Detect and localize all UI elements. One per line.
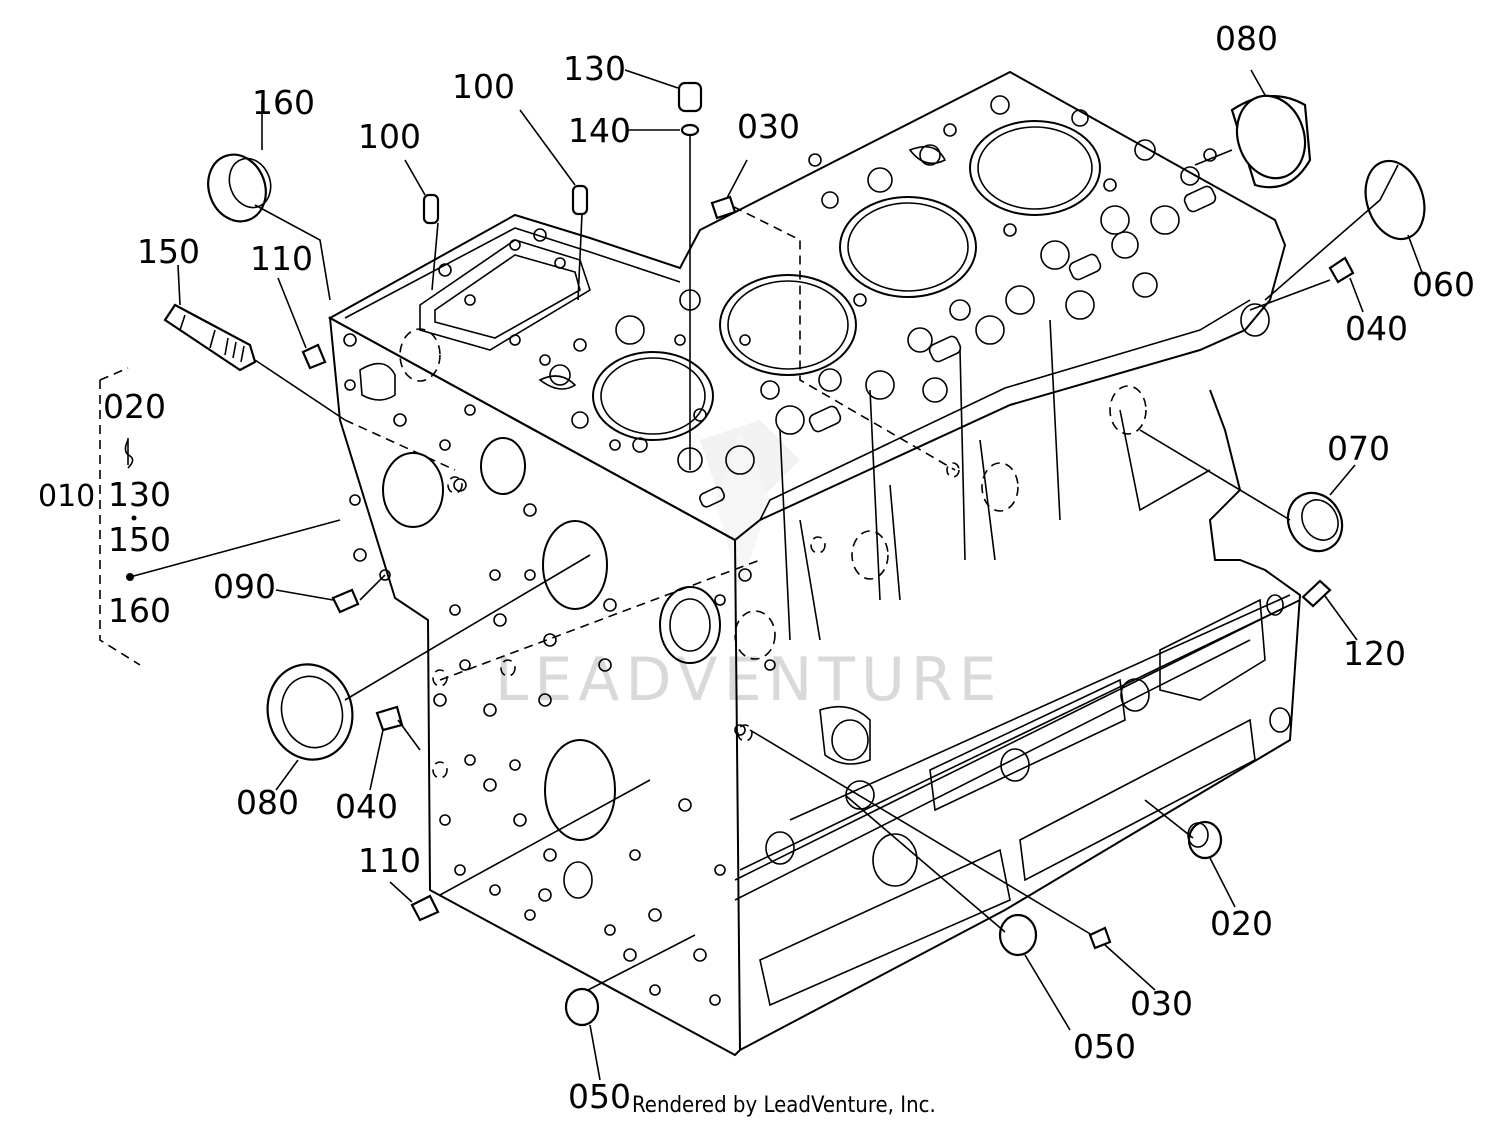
plug-030-lower [1088,926,1112,950]
cup-050-right [998,913,1038,957]
cup-050-left [564,987,600,1027]
pin-110-lower [410,894,440,922]
callout-090: 090 [213,567,276,606]
callout-120: 120 [1343,634,1406,673]
plug-040-left [375,705,404,732]
parts [163,81,1426,1027]
hidden-lines [99,199,1147,779]
dowel-100-right [571,184,589,216]
cap-060 [1364,159,1426,241]
callout-020: 020 [1210,904,1273,943]
group-dot [126,573,134,581]
callout-140: 140 [568,111,631,150]
o-ring-140 [680,123,700,137]
callout-060: 060 [1412,265,1475,304]
callout-100-right: 100 [452,67,515,106]
credit-text: Rendered by LeadVenture, Inc. [632,1093,936,1118]
cap-080-top [1230,94,1312,189]
leader-lines [127,69,1424,1081]
group-member-020: 020 [103,387,166,426]
callout-070: 070 [1327,429,1390,468]
cylinder-block [327,70,1302,1057]
dowel-100-left [422,193,440,225]
callout-080-top: 080 [1215,19,1278,58]
plug-020 [1187,820,1223,860]
oil-seal-160 [207,153,272,223]
plug-040-right [1328,256,1355,284]
group-parent-010: 010 [38,479,95,514]
callout-040-right: 040 [1345,309,1408,348]
callout-040-left: 040 [335,787,398,826]
seal-070 [1286,491,1344,553]
callout-110-lower: 110 [358,841,421,880]
watermark-text: LEADVENTURE [495,645,1003,715]
group-tilde [124,439,134,469]
callout-130: 130 [563,49,626,88]
pin-090 [331,588,360,614]
callout-labels: 160 100 100 130 140 030 080 060 040 150 … [137,19,1475,1116]
callout-050-right: 050 [1073,1027,1136,1066]
group-dot-small [131,515,137,521]
seal-080-left [266,663,354,761]
watermark-logo [700,420,800,590]
callout-030-top: 030 [737,107,800,146]
callout-150: 150 [137,232,200,271]
callout-100-left: 100 [358,117,421,156]
assembly-group: 010 020 130 150 160 [38,387,171,630]
callout-050-left: 050 [568,1077,631,1116]
group-member-160: 160 [108,591,171,630]
group-member-130: 130 [108,475,171,514]
group-member-150: 150 [108,520,171,559]
bushing-130 [677,81,703,113]
plug-030-top [710,195,737,220]
pin-110-top [301,343,327,370]
pin-120 [1301,579,1332,608]
callout-110-top: 110 [250,239,313,278]
callout-080-left: 080 [236,783,299,822]
callout-030-lower: 030 [1130,984,1193,1023]
callout-160: 160 [252,83,315,122]
oil-switch-150 [163,303,257,372]
